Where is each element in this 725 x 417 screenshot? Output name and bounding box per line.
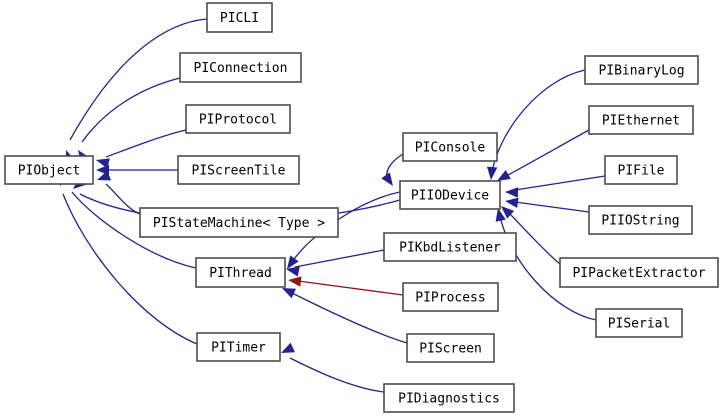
node-label-PIStateMachine: PIStateMachine< Type >: [153, 216, 325, 231]
edge-pibinarylog-to-piiodevice: [491, 69, 586, 173]
node-box-PIIODevice[interactable]: [399, 180, 501, 210]
node-box-PIProcess[interactable]: [402, 282, 499, 312]
node-box-PIConnection[interactable]: [179, 52, 302, 83]
node-label-PIEthernet: PIEthernet: [602, 114, 680, 129]
node-PIPacketExtractor[interactable]: PIPacketExtractor: [559, 257, 719, 288]
node-PIIOString[interactable]: PIIOString: [588, 205, 693, 235]
edge-piprotocol-to-piobject: [105, 129, 187, 158]
node-label-PIThread: PIThread: [209, 266, 272, 281]
node-box-PIPacketExtractor[interactable]: [559, 257, 719, 288]
edge-piprocess-to-pithread-arrowhead: [288, 276, 302, 287]
node-label-PIObject: PIObject: [18, 164, 81, 179]
node-box-PIDiagnostics[interactable]: [383, 383, 515, 413]
edge-pitimer-to-piobject: [62, 193, 198, 345]
edge-piethernet-to-piiodevice: [505, 129, 590, 177]
node-label-PIConnection: PIConnection: [194, 61, 288, 76]
node-box-PIFile[interactable]: [604, 155, 678, 185]
edge-piconnection-to-piobject: [81, 77, 181, 143]
edge-pipacketextractor-to-piiodevice-arrowhead: [501, 206, 515, 219]
node-label-PITimer: PITimer: [211, 341, 266, 356]
edge-piprocess-to-pithread: [297, 280, 404, 296]
node-PIScreenTile[interactable]: PIScreenTile: [177, 155, 300, 185]
node-box-PIKbdListener[interactable]: [383, 232, 517, 262]
node-PIDiagnostics[interactable]: PIDiagnostics: [383, 383, 515, 413]
node-label-PIBinaryLog: PIBinaryLog: [598, 64, 684, 79]
node-box-PIThread[interactable]: [195, 257, 286, 288]
edge-piscreen-to-pithread: [289, 291, 408, 344]
node-label-PIProtocol: PIProtocol: [199, 113, 277, 128]
node-label-PIDiagnostics: PIDiagnostics: [398, 392, 500, 407]
edge-pidiagnostics-to-pitimer: [289, 357, 385, 393]
edge-pithread-to-piobject: [71, 191, 197, 269]
node-PIProtocol[interactable]: PIProtocol: [185, 104, 291, 134]
edge-pifile-to-piiodevice-arrowhead: [505, 187, 519, 198]
edge-piconsole-to-piiodevice-arrowhead: [381, 172, 393, 186]
node-box-PIIOString[interactable]: [588, 205, 693, 235]
edge-pikbdlistener-to-pithread-arrowhead: [286, 266, 300, 277]
node-PIProcess[interactable]: PIProcess: [402, 282, 499, 312]
edge-piethernet-to-piiodevice-arrowhead: [497, 169, 511, 181]
edge-pifile-to-piiodevice: [514, 175, 606, 191]
edge-piserial-to-piiodevice-arrowhead: [495, 208, 506, 222]
node-label-PIScreenTile: PIScreenTile: [192, 164, 286, 179]
node-PIConsole[interactable]: PIConsole: [402, 132, 498, 162]
edge-pistatemachine-to-piobject-arrowhead: [97, 170, 111, 181]
node-PIThread[interactable]: PIThread: [195, 257, 286, 288]
node-box-PIBinaryLog[interactable]: [584, 55, 699, 85]
node-label-PIScreen: PIScreen: [419, 342, 482, 357]
node-box-PIStateMachine[interactable]: [139, 207, 339, 238]
node-box-PIConsole[interactable]: [402, 132, 498, 162]
node-box-PIProtocol[interactable]: [185, 104, 291, 134]
node-box-PIEthernet[interactable]: [588, 105, 694, 135]
edge-piiodevice-to-pithread-arrowhead: [287, 255, 299, 269]
node-PIBinaryLog[interactable]: PIBinaryLog: [584, 55, 699, 85]
edge-pibinarylog-to-piiodevice-arrowhead: [486, 166, 498, 180]
node-PISerial[interactable]: PISerial: [595, 308, 683, 338]
node-box-PISerial[interactable]: [595, 308, 683, 338]
node-PIFile[interactable]: PIFile: [604, 155, 678, 185]
node-box-PICLI[interactable]: [206, 2, 273, 33]
node-box-PITimer[interactable]: [196, 332, 281, 362]
node-label-PIIOString: PIIOString: [601, 214, 679, 229]
node-label-PIKbdListener: PIKbdListener: [399, 241, 501, 256]
edge-picli-to-piobject: [69, 18, 208, 141]
node-PIEthernet[interactable]: PIEthernet: [588, 105, 694, 135]
node-box-PIObject[interactable]: [4, 155, 94, 185]
node-label-PIConsole: PIConsole: [415, 141, 486, 156]
node-label-PIPacketExtractor: PIPacketExtractor: [572, 266, 705, 281]
node-layer: PIObject PICLI PIConnectionPIProtocolPIScr…: [4, 2, 719, 413]
node-label-PISerial: PISerial: [608, 317, 671, 332]
edge-pidiagnostics-to-pitimer-arrowhead: [281, 342, 295, 353]
node-label-PICLI: PICLI: [220, 11, 259, 26]
edge-piserial-to-piiodevice: [499, 215, 597, 321]
edge-layer: [60, 18, 606, 393]
node-PIKbdListener[interactable]: PIKbdListener: [383, 232, 517, 262]
node-PICLI[interactable]: PICLI: [206, 2, 273, 33]
node-PIScreen[interactable]: PIScreen: [406, 333, 495, 363]
node-PIIODevice[interactable]: PIIODevice: [399, 180, 501, 210]
node-label-PIIODevice: PIIODevice: [411, 189, 489, 204]
node-PITimer[interactable]: PITimer: [196, 332, 281, 362]
node-PIStateMachine[interactable]: PIStateMachine< Type >: [139, 207, 339, 238]
edge-piscreen-to-pithread-arrowhead: [282, 288, 296, 299]
node-box-PIScreenTile[interactable]: [177, 155, 300, 185]
edge-pipacketextractor-to-piiodevice: [507, 211, 561, 265]
node-PIConnection[interactable]: PIConnection: [179, 52, 302, 83]
node-box-PIScreen[interactable]: [406, 333, 495, 363]
edge-pikbdlistener-to-pithread: [294, 249, 385, 268]
edge-piiostring-to-piiodevice: [514, 201, 590, 213]
node-label-PIProcess: PIProcess: [415, 291, 485, 306]
node-label-PIFile: PIFile: [618, 164, 665, 179]
node-PIObject[interactable]: PIObject: [4, 155, 94, 185]
edge-piiostring-to-piiodevice-arrowhead: [505, 197, 519, 208]
